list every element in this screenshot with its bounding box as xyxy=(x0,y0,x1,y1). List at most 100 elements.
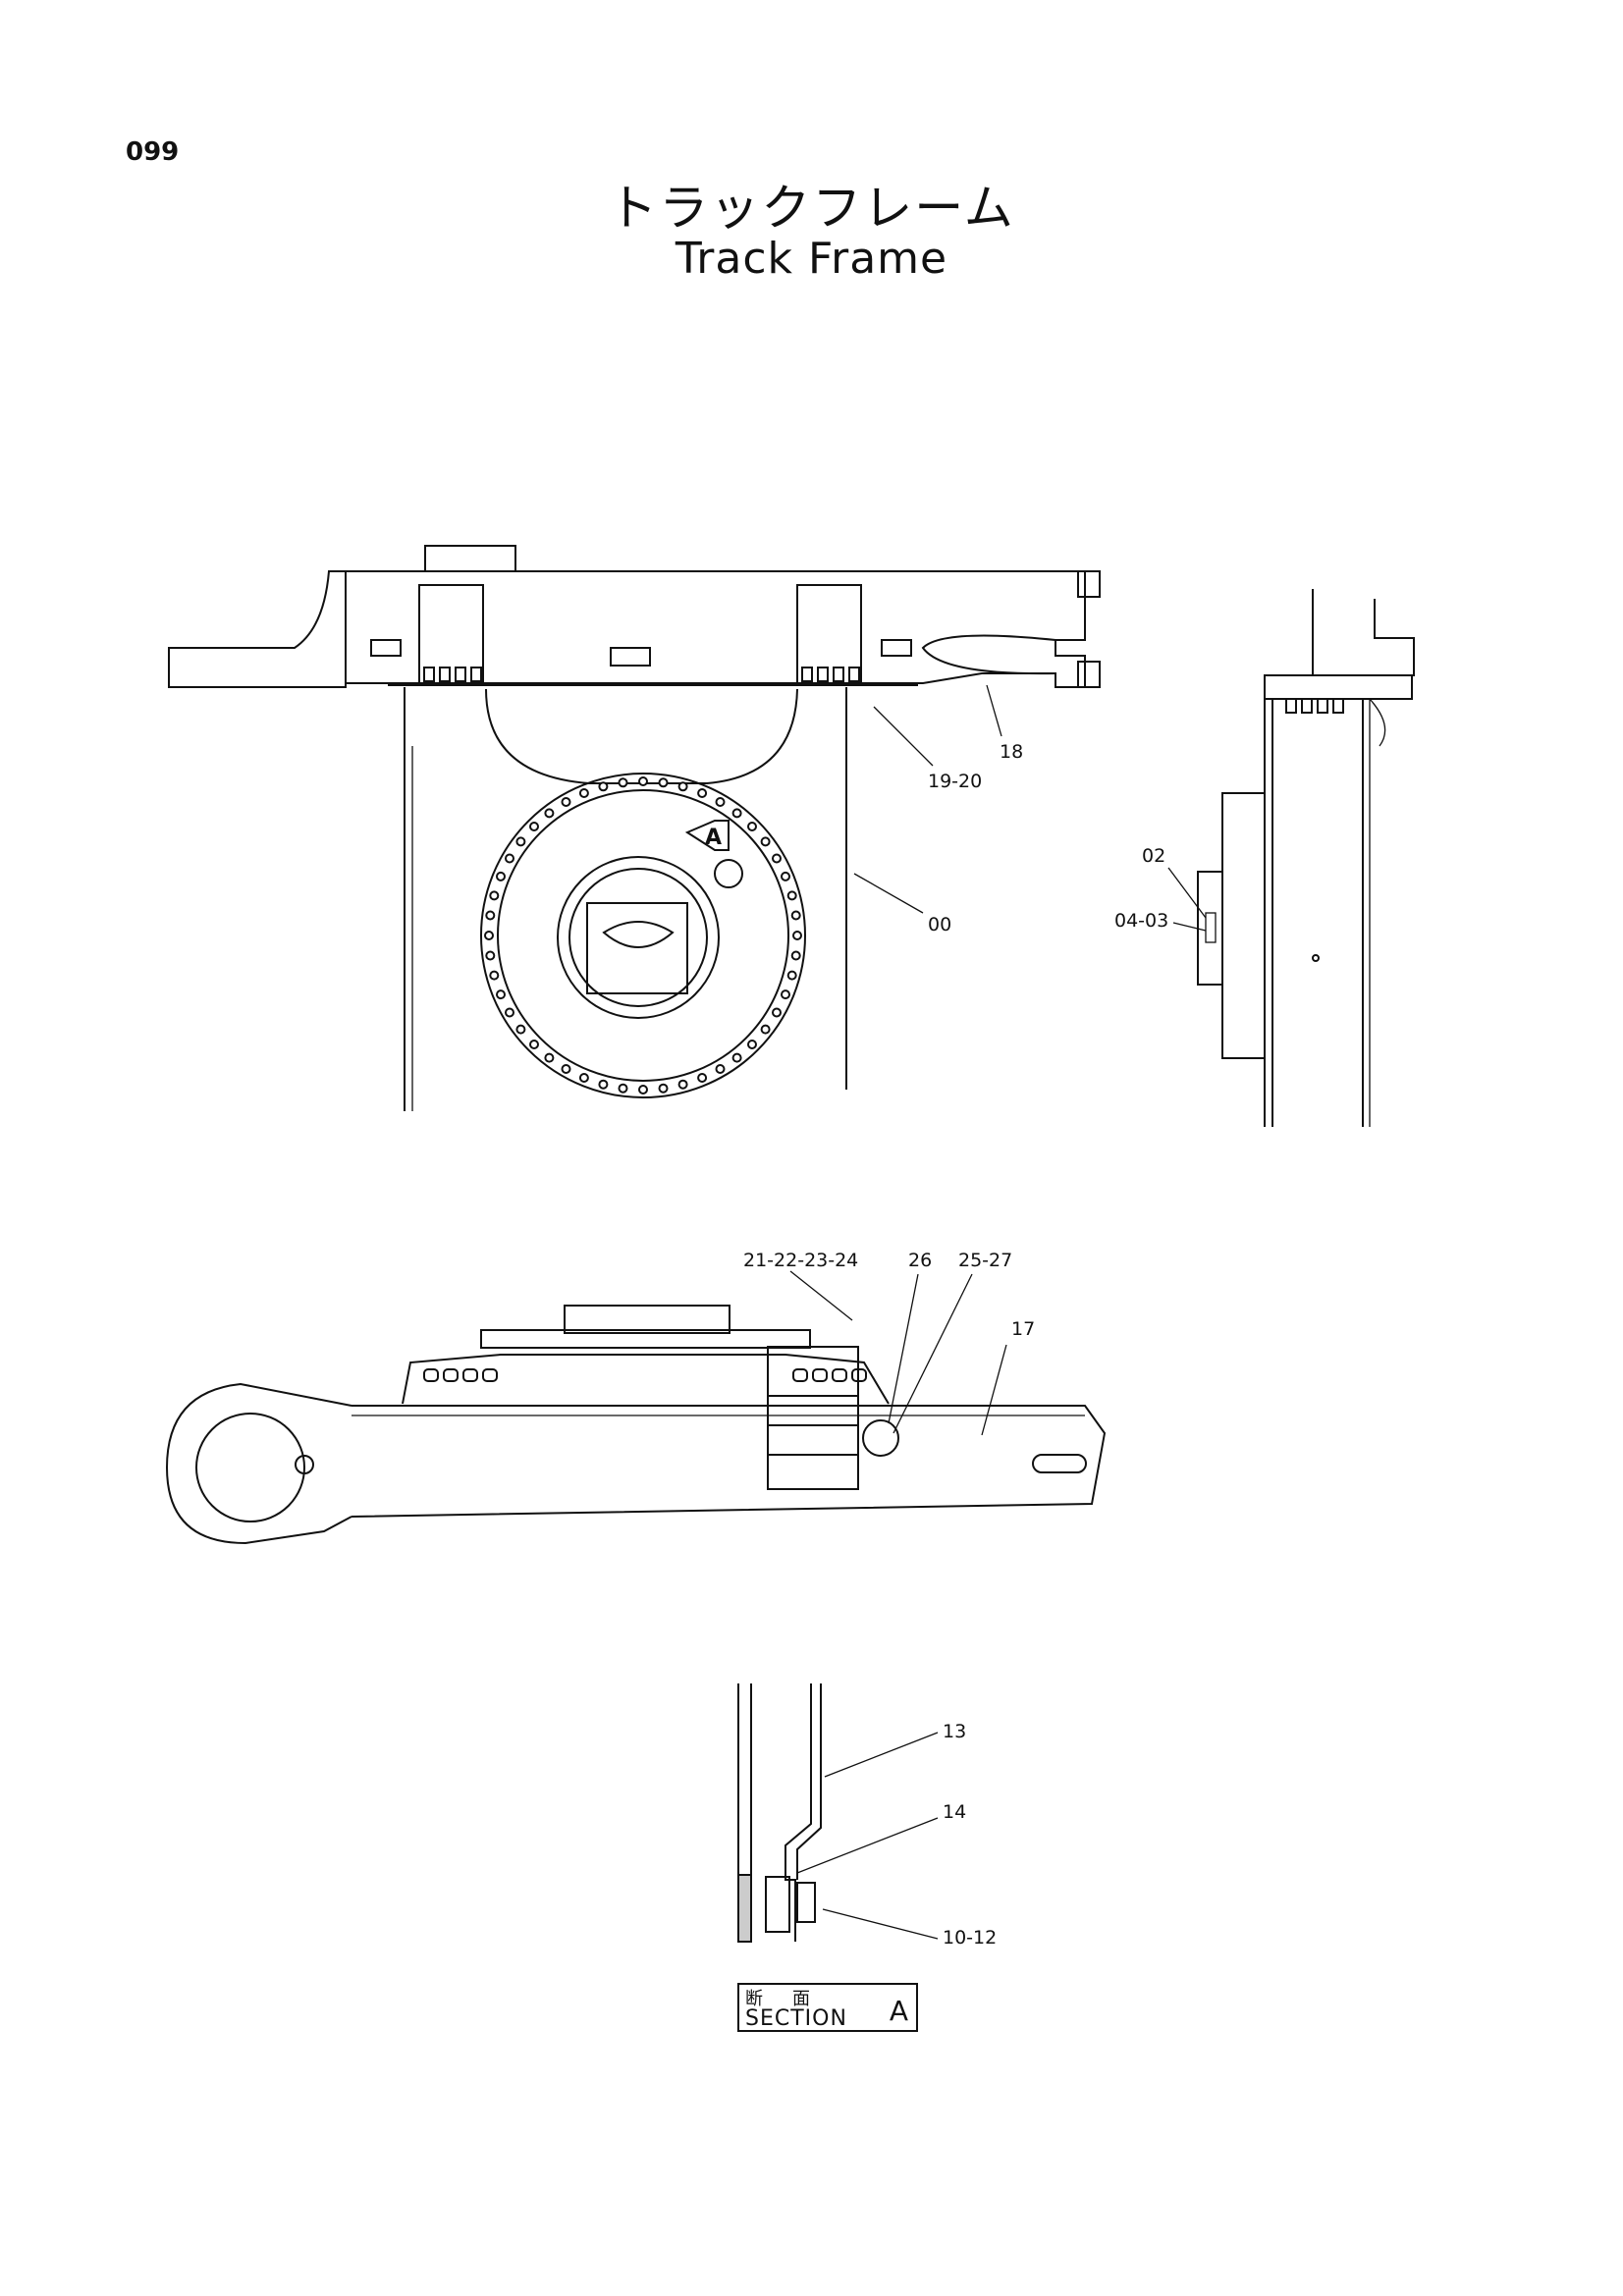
callout-17: 17 xyxy=(1011,1318,1035,1340)
callout-25-27: 25-27 xyxy=(958,1250,1012,1271)
swing-circle-bolt xyxy=(697,1073,708,1083)
section-label-japanese: 断面 xyxy=(745,1989,839,2009)
view-a-arrow xyxy=(684,820,730,851)
swing-circle-bolt xyxy=(618,777,628,788)
swing-circle-bolt xyxy=(598,781,609,792)
swing-circle-bolt xyxy=(515,1024,526,1035)
title-japanese: トラックフレーム xyxy=(608,180,1015,237)
swing-circle-bolt xyxy=(529,822,539,831)
plate-1 xyxy=(370,639,402,657)
callout-21-22-23-24: 21-22-23-24 xyxy=(743,1250,858,1271)
swing-circle-bolt xyxy=(638,1085,648,1095)
center-hanger xyxy=(485,688,798,784)
side-view: 02 04-03 xyxy=(1114,589,1415,1127)
swing-circle-bolt xyxy=(760,1024,771,1035)
swing-circle-bolt xyxy=(772,853,782,864)
beam-end-upper xyxy=(1077,570,1101,598)
callout-13: 13 xyxy=(943,1721,966,1742)
swing-circle-bolt xyxy=(786,890,797,901)
ladder xyxy=(767,1346,859,1490)
swing-circle-bolt xyxy=(638,776,648,786)
swing-circle-bolt xyxy=(715,797,726,807)
center-joint-block xyxy=(586,902,688,994)
swing-circle-bolt xyxy=(677,1079,688,1090)
center-joint-inner xyxy=(568,868,708,1007)
swing-circle-bolt xyxy=(790,950,801,961)
swing-circle-bolt xyxy=(715,1064,726,1074)
swing-circle-bolt xyxy=(781,871,790,881)
swing-circle-bolt xyxy=(772,1007,782,1018)
swing-circle-inner xyxy=(497,789,789,1082)
swing-circle-bolt xyxy=(561,1064,571,1074)
swing-circle-bolt xyxy=(792,931,802,940)
elev-idler-hole xyxy=(195,1413,305,1522)
swing-circle-bolt xyxy=(515,836,526,847)
swing-circle-bolt xyxy=(747,1040,757,1049)
section-a-label: 断面 SECTION A xyxy=(737,1983,918,2032)
swing-circle-bolt xyxy=(485,910,496,921)
swing-circle-bolt xyxy=(578,788,589,798)
top-handle xyxy=(424,545,516,572)
small-port xyxy=(714,859,743,888)
elev-slot xyxy=(1032,1454,1087,1473)
swing-circle-bolt xyxy=(496,871,506,881)
swing-circle-bolt xyxy=(760,836,771,847)
callout-04-03: 04-03 xyxy=(1114,910,1168,932)
swing-circle-bolt xyxy=(697,788,708,798)
swing-circle-bolt xyxy=(544,1052,555,1063)
title-english: Track Frame xyxy=(675,234,948,284)
elev-track-frame xyxy=(351,1405,1107,1518)
callout-26: 26 xyxy=(908,1250,932,1271)
swing-circle-bolt xyxy=(781,989,790,1000)
page-number: 099 xyxy=(126,137,180,167)
swing-circle-bolt xyxy=(790,910,801,921)
center-joint-outer xyxy=(557,856,720,1019)
swing-circle-bolt xyxy=(529,1040,539,1049)
section-label-english: SECTION xyxy=(745,2006,847,2031)
section-block-14 xyxy=(765,1876,790,1933)
swing-circle-bolt xyxy=(658,777,669,788)
elev-top-box xyxy=(564,1305,730,1334)
swing-circle-bolt xyxy=(489,970,500,981)
swing-circle-bolt xyxy=(618,1083,628,1094)
swing-circle-bolt xyxy=(747,822,757,831)
swing-circle-bolt xyxy=(505,853,514,864)
swing-circle-outer xyxy=(480,773,806,1098)
swing-circle-bolt xyxy=(598,1079,609,1090)
section-label-letter: A xyxy=(889,1995,908,2027)
elev-plate xyxy=(480,1329,811,1349)
side-small-plate xyxy=(1197,871,1223,986)
swing-circle-bolt xyxy=(786,970,797,981)
swing-circle-bolt xyxy=(731,1052,742,1063)
elev-idler-end xyxy=(165,1382,352,1545)
swing-circle-bolt xyxy=(578,1073,589,1083)
left-extension xyxy=(168,570,347,688)
swing-circle-bolt xyxy=(658,1083,669,1094)
center-joint-port xyxy=(602,921,675,948)
elevation-view: 21-22-23-24 26 25-27 17 xyxy=(165,1250,1107,1545)
elev-body xyxy=(402,1354,890,1405)
swing-circle-bolts xyxy=(484,776,802,1095)
elev-holes xyxy=(423,1368,867,1382)
left-post xyxy=(418,584,484,684)
swing-circle-bolt xyxy=(544,808,555,819)
section-bolt xyxy=(796,1882,816,1923)
callout-00: 00 xyxy=(928,914,951,935)
right-post xyxy=(796,584,862,684)
view-a-label: A xyxy=(705,826,722,850)
plate-2 xyxy=(610,647,651,667)
section-a-view: 13 14 10-12 xyxy=(737,1683,997,1949)
post-bolts xyxy=(423,667,860,682)
top-view: A 18 19-20 00 xyxy=(168,545,1101,1111)
plate-3 xyxy=(881,639,912,657)
swing-circle-bolt xyxy=(561,797,571,807)
beam-fork xyxy=(921,634,1056,675)
swing-circle-bolt xyxy=(731,808,742,819)
section-plate-13 xyxy=(784,1683,812,1942)
callout-14: 14 xyxy=(943,1801,966,1823)
swing-circle-bolt xyxy=(677,781,688,792)
elev-cover xyxy=(862,1419,899,1457)
side-bolts xyxy=(1285,698,1344,714)
swing-circle-bolt xyxy=(485,950,496,961)
